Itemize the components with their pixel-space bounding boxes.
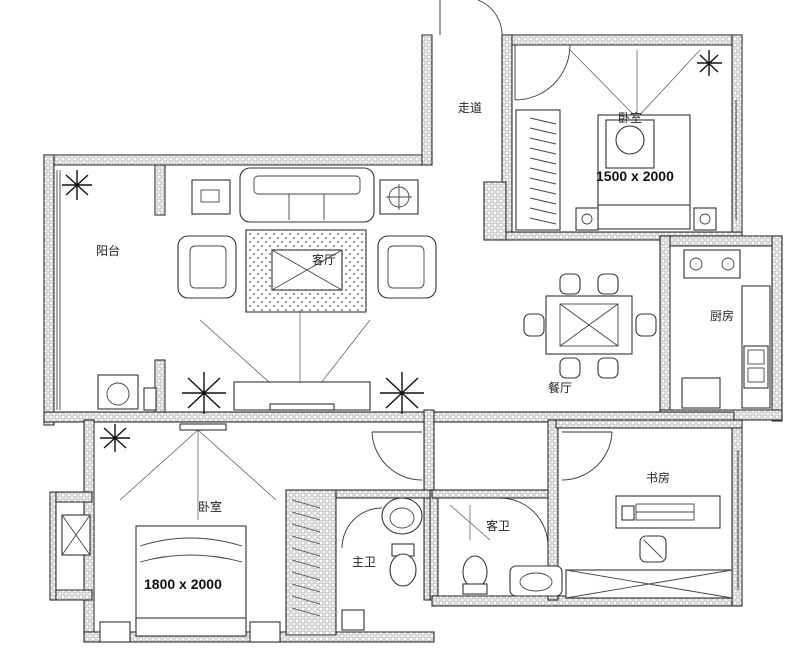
guest-bath: 客卫 — [449, 504, 563, 597]
plant-icon — [380, 372, 424, 414]
doors — [341, 0, 613, 549]
plant-icon — [62, 170, 92, 200]
wardrobe-hangers — [291, 499, 321, 617]
bed-size-bottom: 1800 x 2000 — [144, 576, 222, 592]
top-bedroom: 卧室 1500 x 2000 — [515, 44, 737, 231]
lower-bedroom: 卧室 1800 x 2000 — [61, 423, 321, 643]
dining-area: 餐厅 — [523, 273, 657, 395]
room-label-kitchen: 厨房 — [710, 308, 734, 323]
room-label-bedroom-top: 卧室 — [618, 110, 642, 125]
room-label-bedroom-bottom: 卧室 — [198, 499, 222, 514]
room-label-balcony: 阳台 — [96, 243, 120, 258]
plant-icon — [697, 50, 722, 76]
room-label-study: 书房 — [646, 470, 670, 485]
room-label-living: 客厅 — [312, 252, 336, 267]
room-label-guest-bath: 客卫 — [486, 518, 510, 533]
room-label-corridor: 走道 — [458, 101, 482, 115]
study: 书房 — [565, 450, 739, 599]
master-bath: 主卫 — [341, 497, 423, 631]
room-label-master-bath: 主卫 — [352, 555, 376, 569]
kitchen: 厨房 — [681, 249, 771, 409]
wardrobe-hangers — [529, 117, 557, 225]
bed-size-top: 1500 x 2000 — [596, 168, 674, 184]
living-area: 阳台 — [62, 164, 437, 414]
room-label-dining: 餐厅 — [548, 380, 572, 395]
plant-icon — [182, 372, 226, 414]
plant-icon — [100, 424, 130, 452]
